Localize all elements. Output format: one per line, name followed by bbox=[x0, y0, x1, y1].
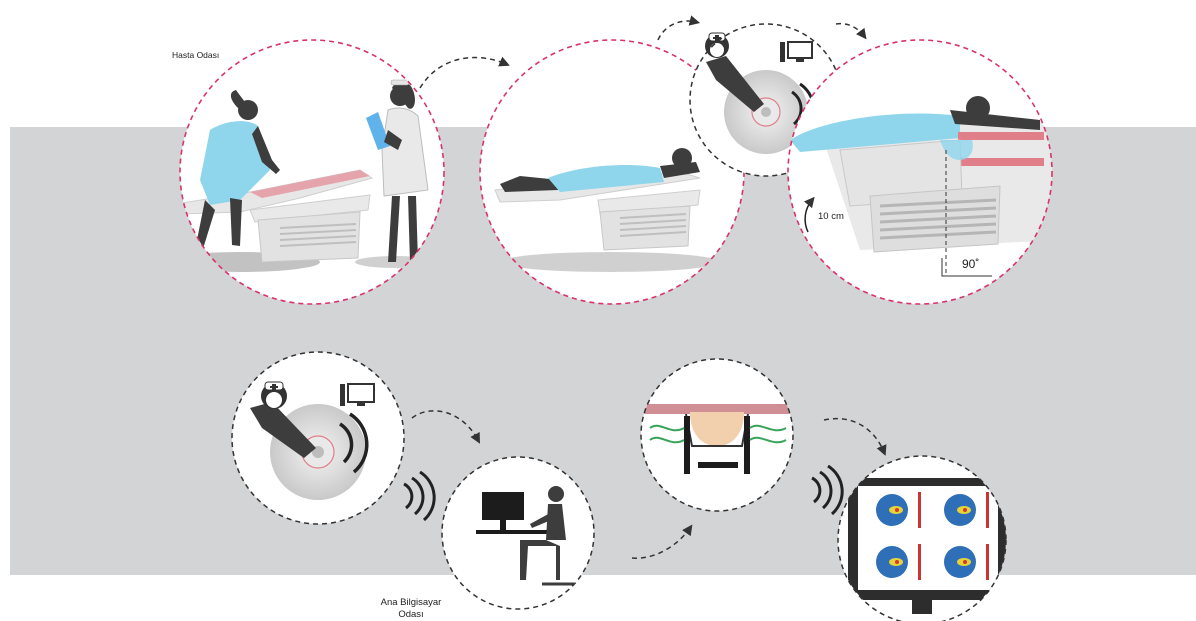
label-main-computer-room: Ana Bilgisayar Odası bbox=[356, 597, 466, 621]
step-patient-entering bbox=[160, 40, 444, 304]
label-main-computer-room-line2: Odası bbox=[398, 609, 423, 620]
step-table-rotated bbox=[788, 40, 1060, 304]
monitor-icon bbox=[482, 492, 524, 520]
nurse-icon bbox=[705, 33, 729, 58]
step-result-images bbox=[838, 456, 1006, 621]
label-patient-room: Hasta Odası bbox=[172, 50, 219, 60]
label-angle: 90˚ bbox=[962, 257, 979, 271]
signal-waves-icon bbox=[812, 466, 842, 514]
signal-waves-icon bbox=[404, 472, 434, 520]
label-lift-height: 10 cm bbox=[818, 211, 844, 222]
step-operator-computer bbox=[442, 457, 594, 609]
nurse-icon bbox=[261, 382, 287, 409]
label-main-computer-room-line1: Ana Bilgisayar bbox=[381, 597, 442, 608]
step-remote-control-bottom bbox=[232, 352, 404, 524]
step-detector-section bbox=[640, 359, 800, 511]
